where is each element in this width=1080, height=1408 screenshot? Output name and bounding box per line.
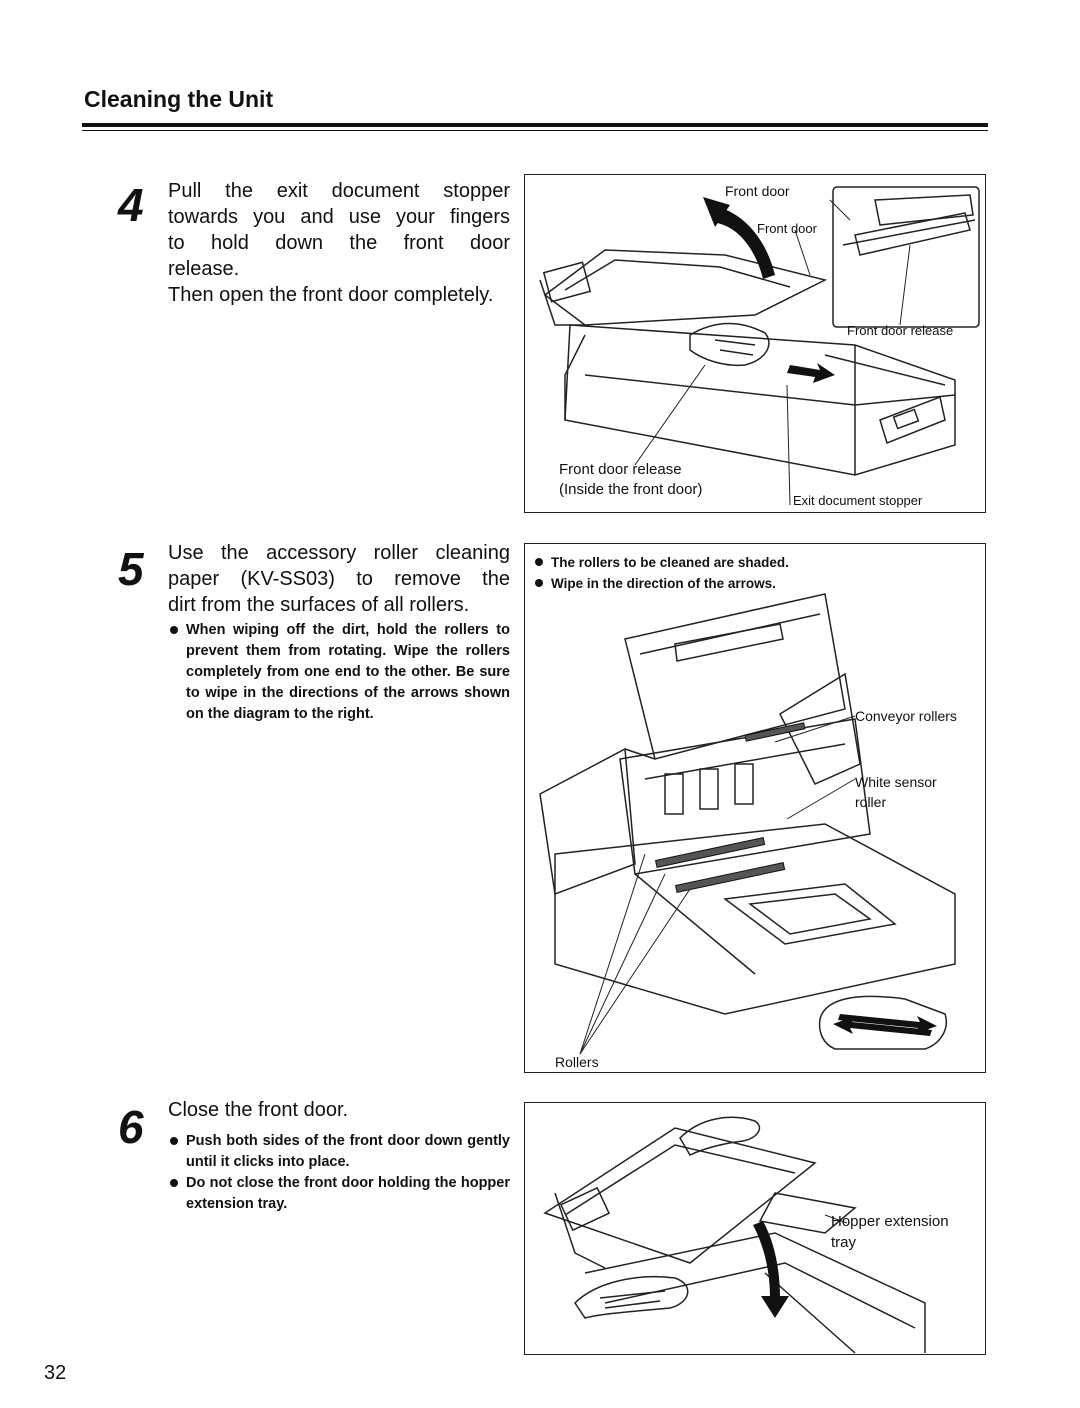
step-instruction: Pull the exit document stopper towards y… [168, 178, 510, 308]
page-title: Cleaning the Unit [84, 86, 274, 112]
note-item: Do not close the front door holding the … [168, 1173, 510, 1215]
instruction-line: towards you and use your fingers [168, 206, 510, 228]
label-rollers: Rollers [555, 1054, 599, 1070]
instruction-line: Then open the front door completely. [168, 284, 494, 306]
label-white-sensor-roller-line2: roller [855, 794, 887, 810]
instruction-line: to hold down the front door [168, 232, 510, 254]
note-item: When wiping off the dirt, hold the rolle… [168, 620, 510, 725]
label-conveyor-rollers: Conveyor rollers [855, 708, 957, 724]
figure-open-front-door: Front door Front door Front door release… [524, 174, 986, 513]
header-rule-thin [82, 130, 988, 131]
instruction-line: dirt from the surfaces of all rollers. [168, 594, 470, 616]
label-inside-front-door: (Inside the front door) [559, 481, 703, 498]
label-front-door-release-inside: Front door release [559, 461, 682, 478]
header-rule [82, 123, 988, 127]
instruction-line: Pull the exit document stopper [168, 180, 510, 202]
step-instruction: Close the front door. [168, 1097, 510, 1123]
instruction-line: Use the accessory roller cleaning [168, 542, 510, 564]
instruction-line: Close the front door. [168, 1099, 349, 1121]
scanner-open-door-illustration [539, 186, 980, 506]
instruction-line: release. [168, 258, 240, 280]
figure-clean-rollers: The rollers to be cleaned are shaded. Wi… [524, 543, 986, 1073]
label-front-door-release: Front door release [847, 323, 954, 338]
step-instruction: Use the accessory roller cleaning paper … [168, 540, 510, 618]
label-front-door-inset: Front door [757, 221, 817, 236]
figure-note: Wipe in the direction of the arrows. [533, 573, 789, 594]
step-number: 5 [118, 543, 144, 595]
label-exit-document-stopper: Exit document stopper [793, 493, 923, 508]
label-white-sensor-roller: White sensor [855, 774, 937, 790]
label-hopper-extension-tray: Hopper extension [831, 1213, 949, 1230]
step-notes: Push both sides of the front door down g… [168, 1131, 510, 1215]
label-hopper-extension-tray-line2: tray [831, 1234, 857, 1251]
step-number: 6 [118, 1101, 144, 1153]
step-number: 4 [118, 179, 144, 231]
page-number: 32 [44, 1362, 67, 1384]
scanner-close-door-illustration [543, 1116, 926, 1354]
label-front-door: Front door [725, 183, 790, 199]
instruction-line: paper (KV-SS03) to remove the [168, 568, 510, 590]
note-item: Push both sides of the front door down g… [168, 1131, 510, 1173]
figure-close-front-door: Hopper extension tray [524, 1102, 986, 1355]
step-notes: When wiping off the dirt, hold the rolle… [168, 620, 510, 725]
figure-notes: The rollers to be cleaned are shaded. Wi… [533, 552, 789, 594]
scanner-rollers-illustration [539, 593, 956, 1055]
figure-note: The rollers to be cleaned are shaded. [533, 552, 789, 573]
